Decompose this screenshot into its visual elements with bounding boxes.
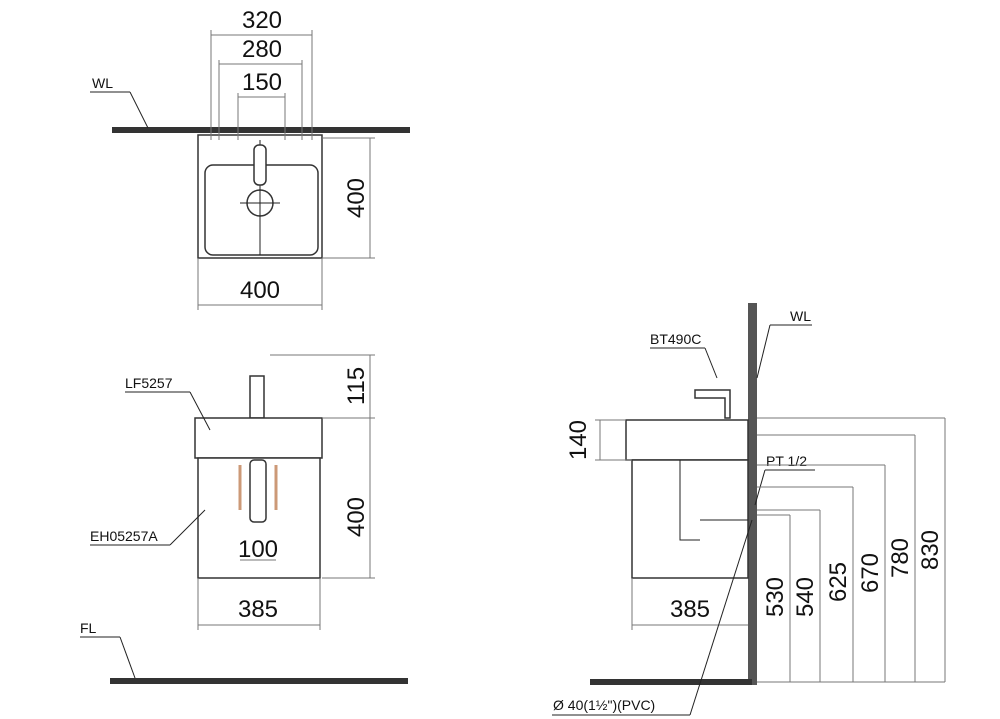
- basin: [194, 417, 323, 459]
- dim-400: 400: [343, 497, 370, 537]
- faucet-label: LF5257: [125, 375, 173, 391]
- side-view: BT490C WL PT 1/2 140 385 530 540 625 670…: [552, 303, 946, 716]
- dim-140: 140: [565, 420, 592, 460]
- faucet-side-label: BT490C: [650, 331, 701, 347]
- dim-280: 280: [242, 36, 282, 63]
- faucet-top-icon: [253, 144, 267, 186]
- drain-label: Ø 40(1½")(PVC): [553, 697, 655, 713]
- wall: [748, 303, 757, 685]
- pt-label: PT 1/2: [766, 453, 807, 469]
- dim-670: 670: [857, 553, 884, 593]
- dim-385-side: 385: [670, 596, 710, 623]
- siphon-icon: [249, 459, 267, 523]
- faucet-side-icon: [694, 389, 731, 419]
- wl-label: WL: [92, 75, 113, 91]
- dim-625: 625: [825, 562, 852, 602]
- dim-320: 320: [242, 7, 282, 34]
- dim-780: 780: [887, 538, 914, 578]
- cabinet-label: EH05257A: [90, 528, 158, 544]
- front-view: LF5257 EH05257A 115 400 100 385 FL: [80, 354, 408, 684]
- basin-side: [625, 419, 749, 461]
- fl-label: FL: [80, 620, 97, 636]
- cabinet-side: [631, 459, 749, 579]
- dim-540: 540: [792, 577, 819, 617]
- dim-100: 100: [238, 536, 278, 563]
- top-view: WL 320 280 150 400 400: [90, 7, 410, 310]
- dim-width: 400: [240, 277, 280, 304]
- dim-530: 530: [762, 577, 789, 617]
- faucet-icon: [249, 375, 265, 419]
- wl-side-label: WL: [790, 308, 811, 324]
- dim-830: 830: [917, 530, 944, 570]
- dim-115: 115: [343, 367, 370, 405]
- dim-385: 385: [238, 596, 278, 623]
- dim-depth: 400: [343, 178, 370, 218]
- dim-150: 150: [242, 69, 282, 96]
